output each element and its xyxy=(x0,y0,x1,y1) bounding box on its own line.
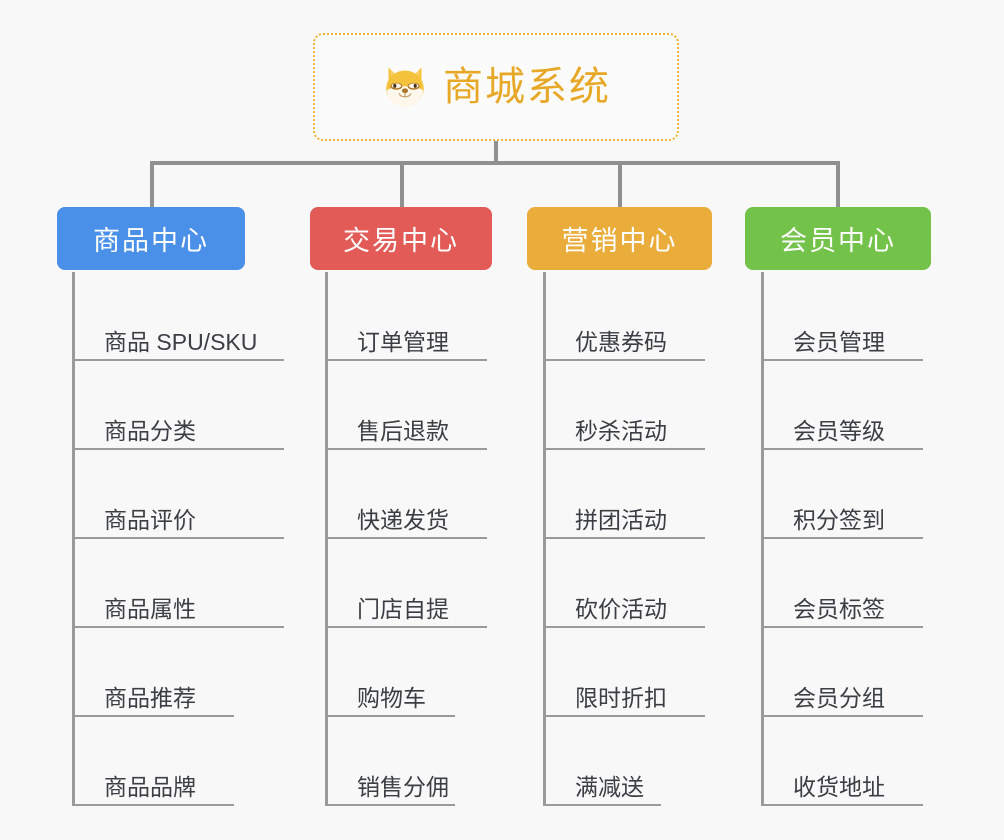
category-label: 交易中心 xyxy=(343,226,459,256)
leaf-item[interactable]: 商品分类 xyxy=(72,361,287,450)
leaf-item-label: 购物车 xyxy=(357,684,426,711)
leaf-item[interactable]: 优惠券码 xyxy=(543,272,728,361)
leaf-item-label: 会员分组 xyxy=(793,684,885,711)
leaf-item-underline xyxy=(761,626,923,628)
leaf-item-underline xyxy=(543,537,705,539)
leaf-item[interactable]: 秒杀活动 xyxy=(543,361,728,450)
leaf-item[interactable]: 购物车 xyxy=(325,628,510,717)
leaf-item-underline xyxy=(543,448,705,450)
leaf-item[interactable]: 门店自提 xyxy=(325,539,510,628)
leaf-item-label: 限时折扣 xyxy=(575,684,667,711)
leaf-item-label: 商品评价 xyxy=(104,506,196,533)
leaf-item-underline xyxy=(543,804,661,806)
column-product-center: 商品 SPU/SKU 商品分类商品评价商品属性商品推荐商品品牌 xyxy=(72,272,287,806)
leaf-item-label: 优惠券码 xyxy=(575,328,667,355)
category-label: 会员中心 xyxy=(780,226,896,256)
leaf-item[interactable]: 收货地址 xyxy=(761,717,946,806)
leaf-item-underline xyxy=(72,804,234,806)
leaf-item-underline xyxy=(72,537,284,539)
leaf-item-label: 销售分佣 xyxy=(357,773,449,800)
leaf-item[interactable]: 订单管理 xyxy=(325,272,510,361)
leaf-item-underline xyxy=(72,448,284,450)
leaf-item-label: 商品推荐 xyxy=(104,684,196,711)
leaf-item[interactable]: 会员标签 xyxy=(761,539,946,628)
leaf-item[interactable]: 商品评价 xyxy=(72,450,287,539)
leaf-item[interactable]: 积分签到 xyxy=(761,450,946,539)
leaf-item-underline xyxy=(543,626,705,628)
leaf-item-underline xyxy=(543,359,705,361)
category-box-product-center[interactable]: 商品中心 xyxy=(57,207,245,270)
column-marketing-center: 优惠券码秒杀活动拼团活动砍价活动限时折扣满减送 xyxy=(543,272,728,806)
leaf-item-underline xyxy=(325,804,455,806)
leaf-item[interactable]: 会员等级 xyxy=(761,361,946,450)
leaf-item[interactable]: 满减送 xyxy=(543,717,728,806)
leaf-item-label: 售后退款 xyxy=(357,417,449,444)
leaf-item[interactable]: 商品推荐 xyxy=(72,628,287,717)
category-box-member-center[interactable]: 会员中心 xyxy=(745,207,931,270)
category-box-marketing-center[interactable]: 营销中心 xyxy=(527,207,712,270)
root-node-商城系统[interactable]: 商城系统 xyxy=(313,33,679,141)
leaf-item[interactable]: 商品 SPU/SKU xyxy=(72,272,287,361)
leaf-item-label: 收货地址 xyxy=(793,773,885,800)
leaf-item-underline xyxy=(543,715,705,717)
column-member-center: 会员管理会员等级积分签到会员标签会员分组收货地址 xyxy=(761,272,946,806)
column-rail xyxy=(543,272,546,806)
leaf-item[interactable]: 售后退款 xyxy=(325,361,510,450)
leaf-item-underline xyxy=(325,537,487,539)
leaf-item-label: 商品分类 xyxy=(104,417,196,444)
leaf-item-label: 商品 SPU/SKU xyxy=(104,328,258,355)
connector-horizontal-bus xyxy=(150,161,840,165)
category-box-trade-center[interactable]: 交易中心 xyxy=(310,207,492,270)
leaf-item-underline xyxy=(72,359,284,361)
leaf-item-underline xyxy=(761,448,923,450)
connector-drop-2 xyxy=(400,161,404,209)
leaf-item[interactable]: 砍价活动 xyxy=(543,539,728,628)
leaf-item-underline xyxy=(761,537,923,539)
leaf-item[interactable]: 商品品牌 xyxy=(72,717,287,806)
leaf-item-underline xyxy=(325,715,455,717)
leaf-item-label: 秒杀活动 xyxy=(575,417,667,444)
leaf-item-label: 商品品牌 xyxy=(104,773,196,800)
leaf-item[interactable]: 拼团活动 xyxy=(543,450,728,539)
column-rail xyxy=(325,272,328,806)
leaf-item-label: 满减送 xyxy=(575,773,644,800)
shiba-dog-icon xyxy=(386,67,424,107)
category-label: 商品中心 xyxy=(93,226,209,256)
leaf-item-underline xyxy=(72,626,284,628)
column-rail xyxy=(72,272,75,806)
leaf-item-label: 商品属性 xyxy=(104,595,196,622)
root-node-content: 商城系统 xyxy=(381,63,611,111)
leaf-item-underline xyxy=(761,715,923,717)
leaf-item-label: 会员标签 xyxy=(793,595,885,622)
leaf-item[interactable]: 会员分组 xyxy=(761,628,946,717)
leaf-item[interactable]: 快递发货 xyxy=(325,450,510,539)
leaf-item[interactable]: 会员管理 xyxy=(761,272,946,361)
leaf-item-label: 砍价活动 xyxy=(575,595,667,622)
leaf-item-underline xyxy=(325,626,487,628)
leaf-item-underline xyxy=(72,715,234,717)
column-trade-center: 订单管理售后退款快递发货门店自提购物车销售分佣 xyxy=(325,272,510,806)
column-rail xyxy=(761,272,764,806)
leaf-item-label: 拼团活动 xyxy=(575,506,667,533)
leaf-item-underline xyxy=(761,804,923,806)
leaf-item[interactable]: 限时折扣 xyxy=(543,628,728,717)
leaf-item-label: 订单管理 xyxy=(357,328,449,355)
leaf-item-label: 门店自提 xyxy=(357,595,449,622)
leaf-item-label: 积分签到 xyxy=(793,506,885,533)
leaf-item-underline xyxy=(761,359,923,361)
connector-drop-1 xyxy=(150,161,154,209)
leaf-item-underline xyxy=(325,359,487,361)
connector-root-stem xyxy=(494,141,498,164)
connector-drop-3 xyxy=(618,161,622,209)
leaf-item[interactable]: 商品属性 xyxy=(72,539,287,628)
root-title: 商城系统 xyxy=(443,65,611,109)
leaf-item-label: 快递发货 xyxy=(357,506,449,533)
category-label: 营销中心 xyxy=(561,226,678,256)
leaf-item-label: 会员等级 xyxy=(793,417,885,444)
connector-drop-4 xyxy=(836,161,840,209)
leaf-item-underline xyxy=(325,448,487,450)
leaf-item-label: 会员管理 xyxy=(793,328,885,355)
leaf-item[interactable]: 销售分佣 xyxy=(325,717,510,806)
